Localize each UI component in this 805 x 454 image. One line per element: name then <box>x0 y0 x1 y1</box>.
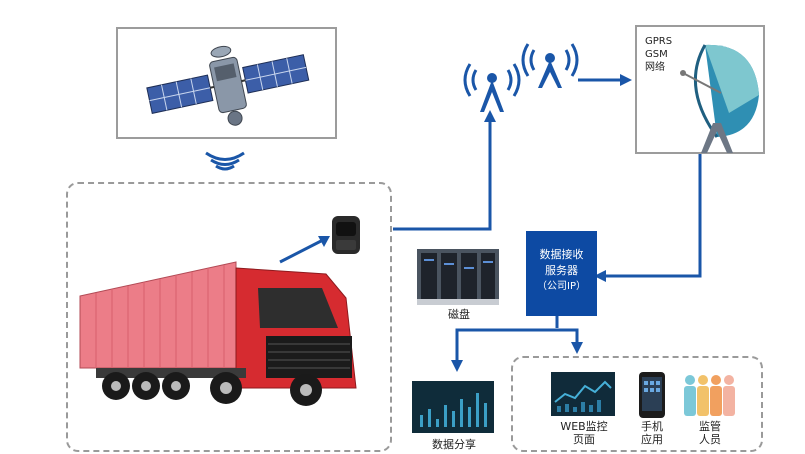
cell-tower-icon-1 <box>463 63 521 112</box>
mobile-label-line-2: 应用 <box>641 433 663 446</box>
web-label-line-2: 页面 <box>573 433 595 446</box>
staff-label: 监管 人员 <box>688 420 732 446</box>
gateway-line-network: 网络 <box>645 62 665 73</box>
disk-rack-icon <box>417 249 499 305</box>
gateway-panel: GPRS GSM 网络 <box>635 25 765 154</box>
gateway-line-gsm: GSM <box>645 49 668 60</box>
gps-tracker-icon <box>332 216 360 254</box>
satellite-dish-icon <box>680 44 759 153</box>
data-share-screen-icon <box>412 381 494 433</box>
gateway-line-gprs: GPRS <box>645 36 673 47</box>
disk-label: 磁盘 <box>448 308 470 321</box>
tower-to-gateway-arrow <box>578 74 632 86</box>
server-line-2: 服务器 <box>545 264 578 277</box>
satellite-icon <box>146 45 310 126</box>
gateway-label: GPRS GSM 网络 <box>645 35 672 74</box>
truck-to-tracker-arrow <box>279 236 330 264</box>
cell-tower-icon-2 <box>521 43 579 88</box>
web-monitor-screen-icon <box>551 372 615 416</box>
truck-icon <box>79 261 357 406</box>
client-area <box>511 356 763 452</box>
staff-label-line-1: 监管 <box>699 420 721 433</box>
web-label-line-1: WEB监控 <box>560 420 608 433</box>
staff-label-line-2: 人员 <box>699 433 721 446</box>
tracker-to-tower-line <box>393 110 496 231</box>
server-line-1: 数据接收 <box>539 248 584 261</box>
mobile-phone-icon <box>639 372 665 418</box>
web-label: WEB监控 页面 <box>548 420 620 446</box>
server-line-3: （公司IP） <box>537 281 586 292</box>
data-share-label: 数据分享 <box>432 438 476 451</box>
gateway-to-server-arrow <box>594 154 702 282</box>
staff-people-icon <box>684 375 735 416</box>
mobile-label: 手机 应用 <box>632 420 672 446</box>
data-server-box: 数据接收 服务器 （公司IP） <box>526 231 597 316</box>
server-to-clients-arrows <box>451 316 583 372</box>
vehicle-area <box>66 182 392 452</box>
satellite-panel <box>116 27 337 139</box>
signal-waves-icon <box>205 151 245 171</box>
mobile-label-line-1: 手机 <box>641 420 663 433</box>
